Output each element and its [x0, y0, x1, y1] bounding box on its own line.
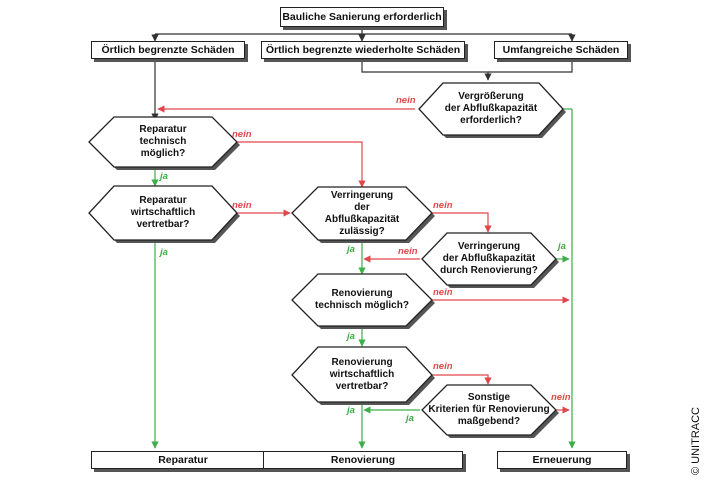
ja-label: ja	[347, 244, 355, 255]
outcome-label: Erneuerung	[532, 454, 592, 466]
category-label: Örtlich begrenzte wiederholte Schäden	[265, 44, 461, 56]
outcome-label: Reparatur	[158, 454, 208, 466]
nein-label: nein	[396, 95, 416, 106]
ja-label: ja	[160, 247, 168, 258]
category-label: Umfangreiche Schäden	[502, 44, 620, 56]
decision-reduce-capacity-renovation: Verringerung der Abflußkapazität durch R…	[440, 241, 538, 276]
ja-label: ja	[347, 405, 355, 416]
outcome-renovation: Renovierung	[263, 451, 463, 469]
nein-label: nein	[433, 200, 453, 211]
category-label: Örtlich begrenzte Schäden	[101, 44, 235, 56]
black-connectors	[151, 27, 576, 121]
category-local-repeated-damage: Örtlich begrenzte wiederholte Schäden	[261, 41, 465, 59]
ja-connectors	[151, 108, 576, 449]
outcome-repair: Reparatur	[91, 451, 275, 469]
decision-other-criteria: Sonstige Kriterien für Renovierung maßge…	[428, 392, 550, 427]
outcome-renewal: Erneuerung	[497, 451, 627, 469]
decision-increase-capacity: Vergrößerung der Abflußkapazität erforde…	[444, 91, 538, 126]
nein-label: nein	[398, 246, 418, 257]
nein-label: nein	[433, 287, 453, 298]
ja-label: ja	[406, 413, 414, 424]
decision-renovation-technical: Renovierung technisch möglich?	[315, 288, 409, 311]
nein-connectors	[157, 105, 570, 414]
category-local-damage: Örtlich begrenzte Schäden	[91, 41, 245, 59]
ja-label: ja	[160, 171, 168, 182]
start-box: Bauliche Sanierung erforderlich	[280, 7, 444, 27]
category-extensive-damage: Umfangreiche Schäden	[494, 41, 628, 59]
outcome-label: Renovierung	[330, 454, 396, 466]
decision-repair-economic: Reparatur wirtschaftlich vertretbar?	[130, 195, 196, 230]
nein-label: nein	[232, 129, 252, 140]
decision-repair-technical: Reparatur technisch möglich?	[139, 124, 187, 159]
decision-shapes	[88, 82, 566, 438]
start-label: Bauliche Sanierung erforderlich	[282, 11, 442, 23]
copyright-notice: © UNITRACC	[690, 407, 702, 475]
decision-renovation-economic: Renovierung wirtschaftlich vertretbar?	[329, 356, 395, 392]
decision-reduce-capacity-allowed: Verringerung der Abflußkapazität zulässi…	[324, 189, 400, 237]
nein-label: nein	[232, 200, 252, 211]
nein-label: nein	[433, 361, 453, 372]
ja-label: ja	[347, 331, 355, 342]
ja-label: ja	[558, 241, 566, 252]
nein-label: nein	[551, 392, 571, 403]
